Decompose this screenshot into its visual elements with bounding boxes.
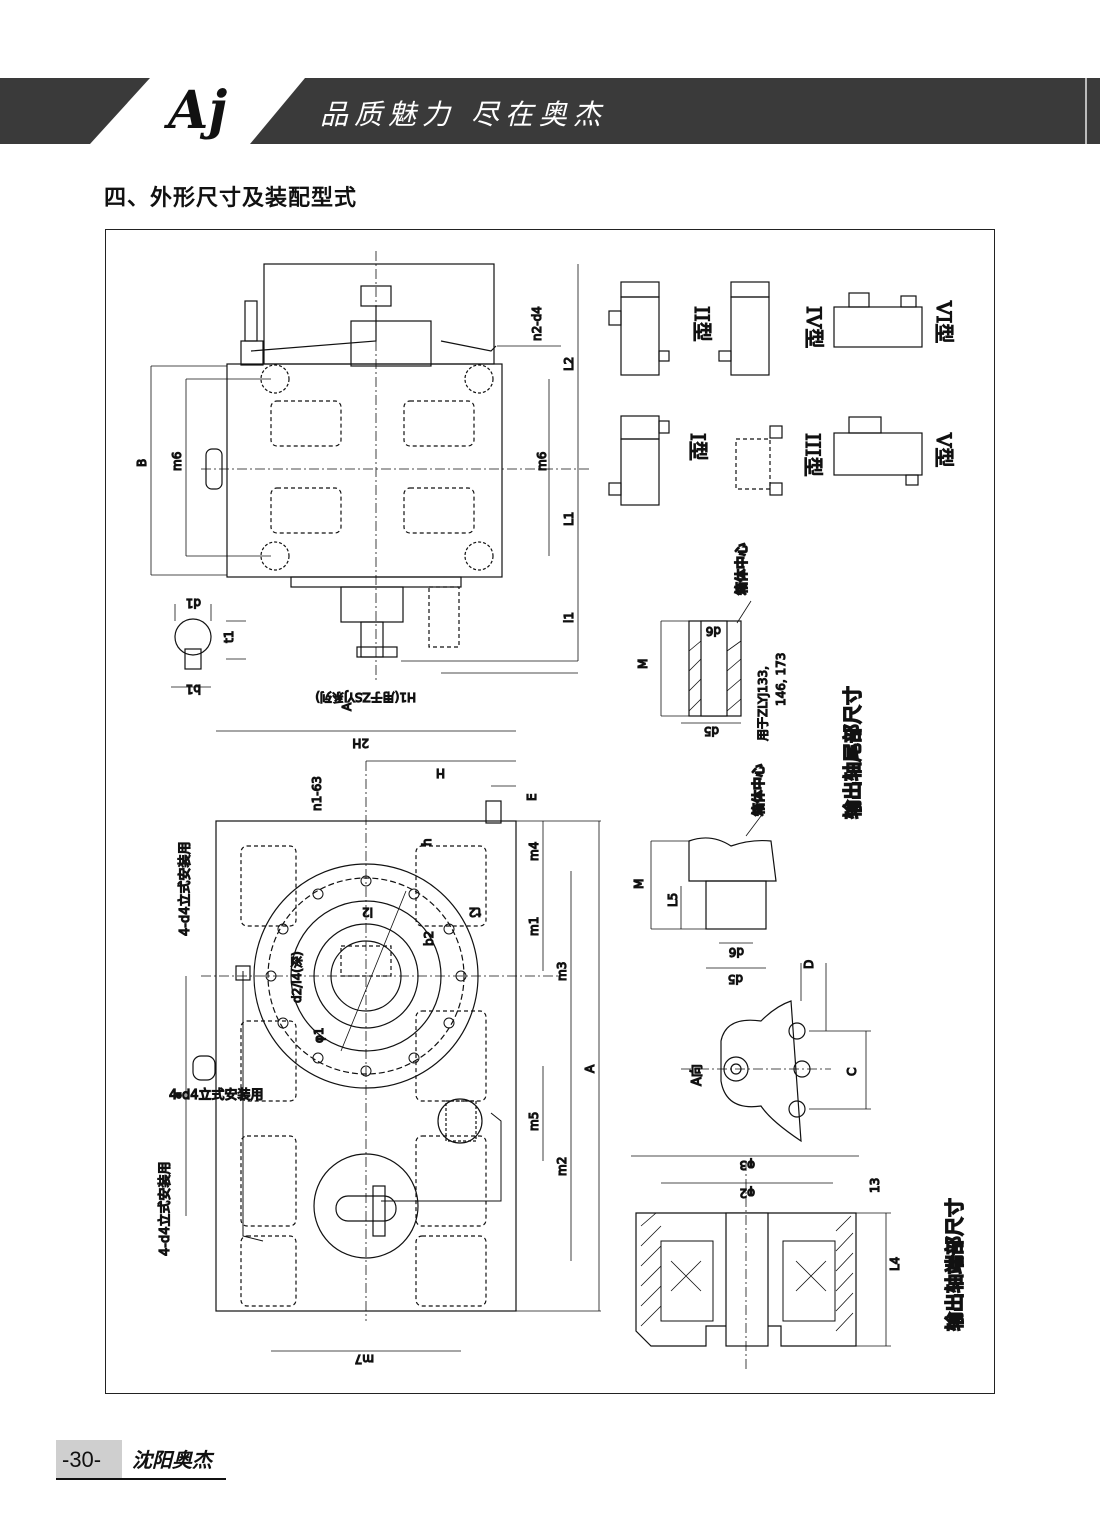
header-graphic: Aj 品质魅力 尽在奥杰 bbox=[0, 78, 1100, 144]
label-d6-1: d6 bbox=[706, 624, 721, 638]
label-A-view: A bbox=[340, 702, 354, 711]
label-b2: b2 bbox=[422, 931, 436, 946]
label-d2-l4: d2/l4(深) bbox=[290, 951, 304, 1003]
label-m4: m4 bbox=[527, 842, 541, 861]
footer: -30- 沈阳奥杰 bbox=[56, 1440, 236, 1480]
assembly-type-icons bbox=[608, 281, 923, 506]
label-C: C bbox=[845, 1068, 859, 1076]
label-d5-2: d5 bbox=[728, 972, 743, 986]
label-mount-3: 4-d4立式安装用 bbox=[169, 1088, 264, 1103]
label-L5: L5 bbox=[666, 893, 680, 907]
tail-section-drawings bbox=[650, 600, 777, 969]
key-detail bbox=[171, 604, 246, 688]
logo: Aj bbox=[163, 80, 227, 141]
drawing-frame: B m6 m6 L2 L1 l1 n2-d4 H1(用于ZSYJ系列) A d1… bbox=[105, 229, 995, 1394]
note-line2: 146, 173 bbox=[774, 653, 788, 706]
page-title: 四、外形尺寸及装配型式 bbox=[104, 186, 358, 211]
type-V: V型 bbox=[932, 432, 956, 467]
label-m5: m5 bbox=[527, 1112, 541, 1131]
note-line1: 用于ZLYJ133, bbox=[756, 666, 770, 741]
header-left-bar bbox=[0, 78, 150, 144]
label-M-1: M bbox=[636, 659, 650, 669]
label-m6-right: m6 bbox=[535, 452, 549, 471]
label-l2: l2 bbox=[362, 905, 373, 919]
label-m7: m7 bbox=[355, 1352, 374, 1366]
label-phi1: φ1 bbox=[312, 1027, 326, 1043]
type-II: II型 bbox=[690, 306, 714, 342]
label-m3: m3 bbox=[555, 962, 569, 981]
top-view bbox=[150, 251, 591, 681]
label-phi2: φ2 bbox=[739, 1186, 755, 1200]
header-slogan: 品质魅力 尽在奥杰 bbox=[320, 98, 607, 131]
label-l1: l1 bbox=[562, 612, 576, 623]
label-t1: t1 bbox=[222, 631, 236, 643]
label-b1: b1 bbox=[186, 682, 201, 696]
header-banner: Aj 品质魅力 尽在奥杰 bbox=[0, 78, 1100, 144]
label-a: a bbox=[170, 1092, 184, 1099]
type-I: I型 bbox=[686, 433, 710, 461]
label-m1: m1 bbox=[527, 917, 541, 936]
label-L1: L1 bbox=[562, 512, 576, 526]
label-A-direction: A向 bbox=[689, 1064, 705, 1086]
label-H: H bbox=[436, 766, 445, 780]
label-m6-left: m6 bbox=[170, 452, 184, 471]
label-mount-1: 4-d4立式安装用 bbox=[178, 842, 193, 937]
type-VI: VI型 bbox=[932, 300, 956, 343]
header-right-bar bbox=[250, 78, 1100, 144]
footer-graphic: -30- 沈阳奥杰 bbox=[56, 1440, 226, 1480]
label-H1: H1(用于ZSYJ系列) bbox=[315, 690, 416, 704]
label-d6-2: d6 bbox=[729, 945, 744, 959]
page-number: -30- bbox=[62, 1447, 101, 1472]
label-n1-63: n1-63 bbox=[310, 776, 324, 811]
label-M-2: M bbox=[632, 879, 646, 889]
type-IV: IV型 bbox=[802, 306, 826, 348]
company-name: 沈阳奥杰 bbox=[132, 1448, 215, 1472]
label-h: h bbox=[420, 838, 434, 846]
page-number-bg bbox=[56, 1440, 122, 1478]
type-III: III型 bbox=[801, 433, 825, 477]
label-n2-d4: n2-d4 bbox=[530, 306, 544, 341]
label-L4: L4 bbox=[888, 1257, 902, 1271]
tail-section-title: 输出轴尾部尺寸 bbox=[841, 686, 864, 819]
box-center-label-2: 箱体中心 bbox=[751, 764, 767, 816]
box-center-label-1: 箱体中心 bbox=[734, 543, 750, 595]
end-section-title: 输出轴端部尺寸 bbox=[943, 1198, 966, 1331]
label-A: A bbox=[583, 1064, 597, 1073]
label-mount-2: 4-d4立式安装用 bbox=[158, 1162, 173, 1257]
label-D: D bbox=[802, 960, 816, 969]
end-section-drawings bbox=[631, 963, 891, 1371]
label-B: B bbox=[135, 459, 149, 467]
label-13: 13 bbox=[868, 1178, 882, 1193]
front-view bbox=[185, 730, 601, 1352]
label-2H: 2H bbox=[352, 736, 369, 750]
label-t2: t2 bbox=[469, 905, 481, 919]
label-m2: m2 bbox=[555, 1157, 569, 1176]
technical-drawing: B m6 m6 L2 L1 l1 n2-d4 H1(用于ZSYJ系列) A d1… bbox=[134, 251, 967, 1371]
label-L2: L2 bbox=[562, 357, 576, 371]
label-d1: d1 bbox=[186, 596, 201, 610]
label-E: E bbox=[525, 793, 539, 801]
label-phi3: φ3 bbox=[739, 1158, 755, 1172]
label-d5-1: d5 bbox=[704, 724, 719, 738]
